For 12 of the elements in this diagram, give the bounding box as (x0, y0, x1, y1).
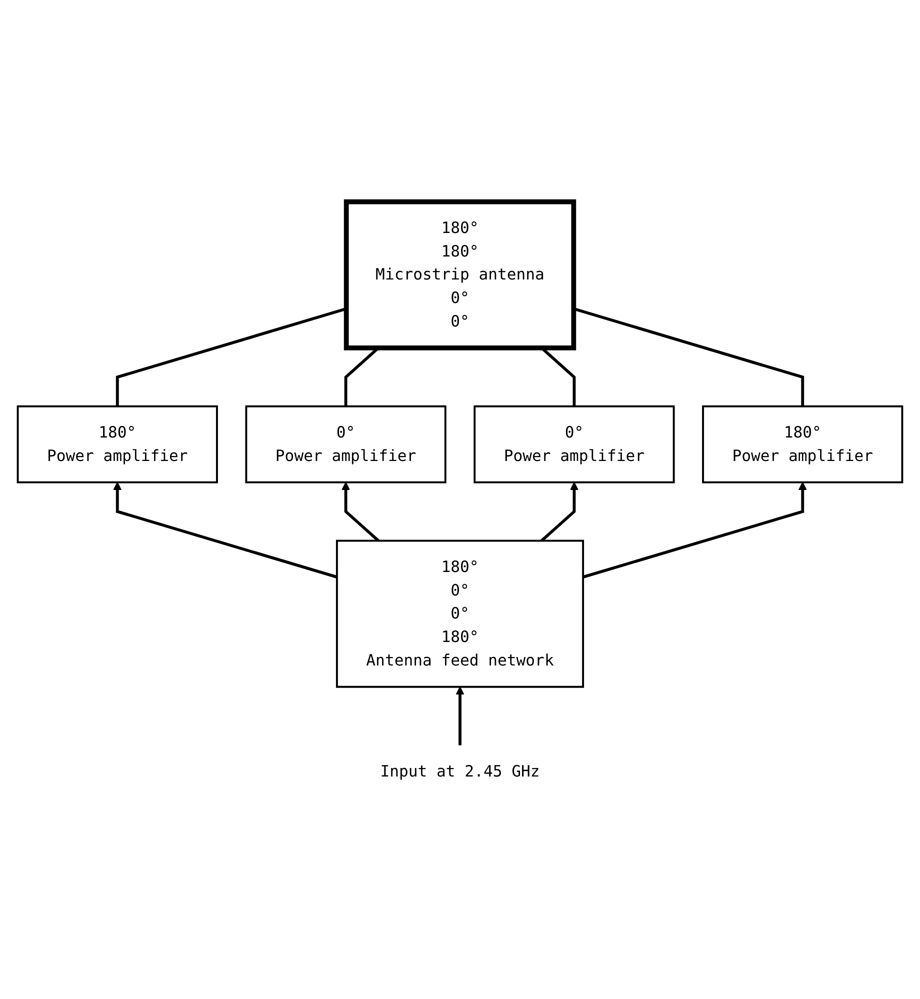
arrow (342, 482, 380, 542)
node-box: 0° Power amplifier (474, 406, 675, 484)
node-box: 180° Power amplifier (16, 406, 218, 484)
arrow (582, 482, 807, 579)
node-text: Input at 2.45 GHz (380, 762, 540, 781)
arrow (113, 482, 338, 579)
node-box: 180° 0° 0° 180° Antenna feed network (336, 540, 584, 688)
arrow (456, 686, 464, 746)
node-box: 180° 180° Microstrip antenna 0° 0° (344, 200, 576, 350)
node-box: 0° Power amplifier (245, 406, 446, 484)
arrow (540, 482, 578, 542)
node-box: 180° Power amplifier (702, 406, 904, 484)
